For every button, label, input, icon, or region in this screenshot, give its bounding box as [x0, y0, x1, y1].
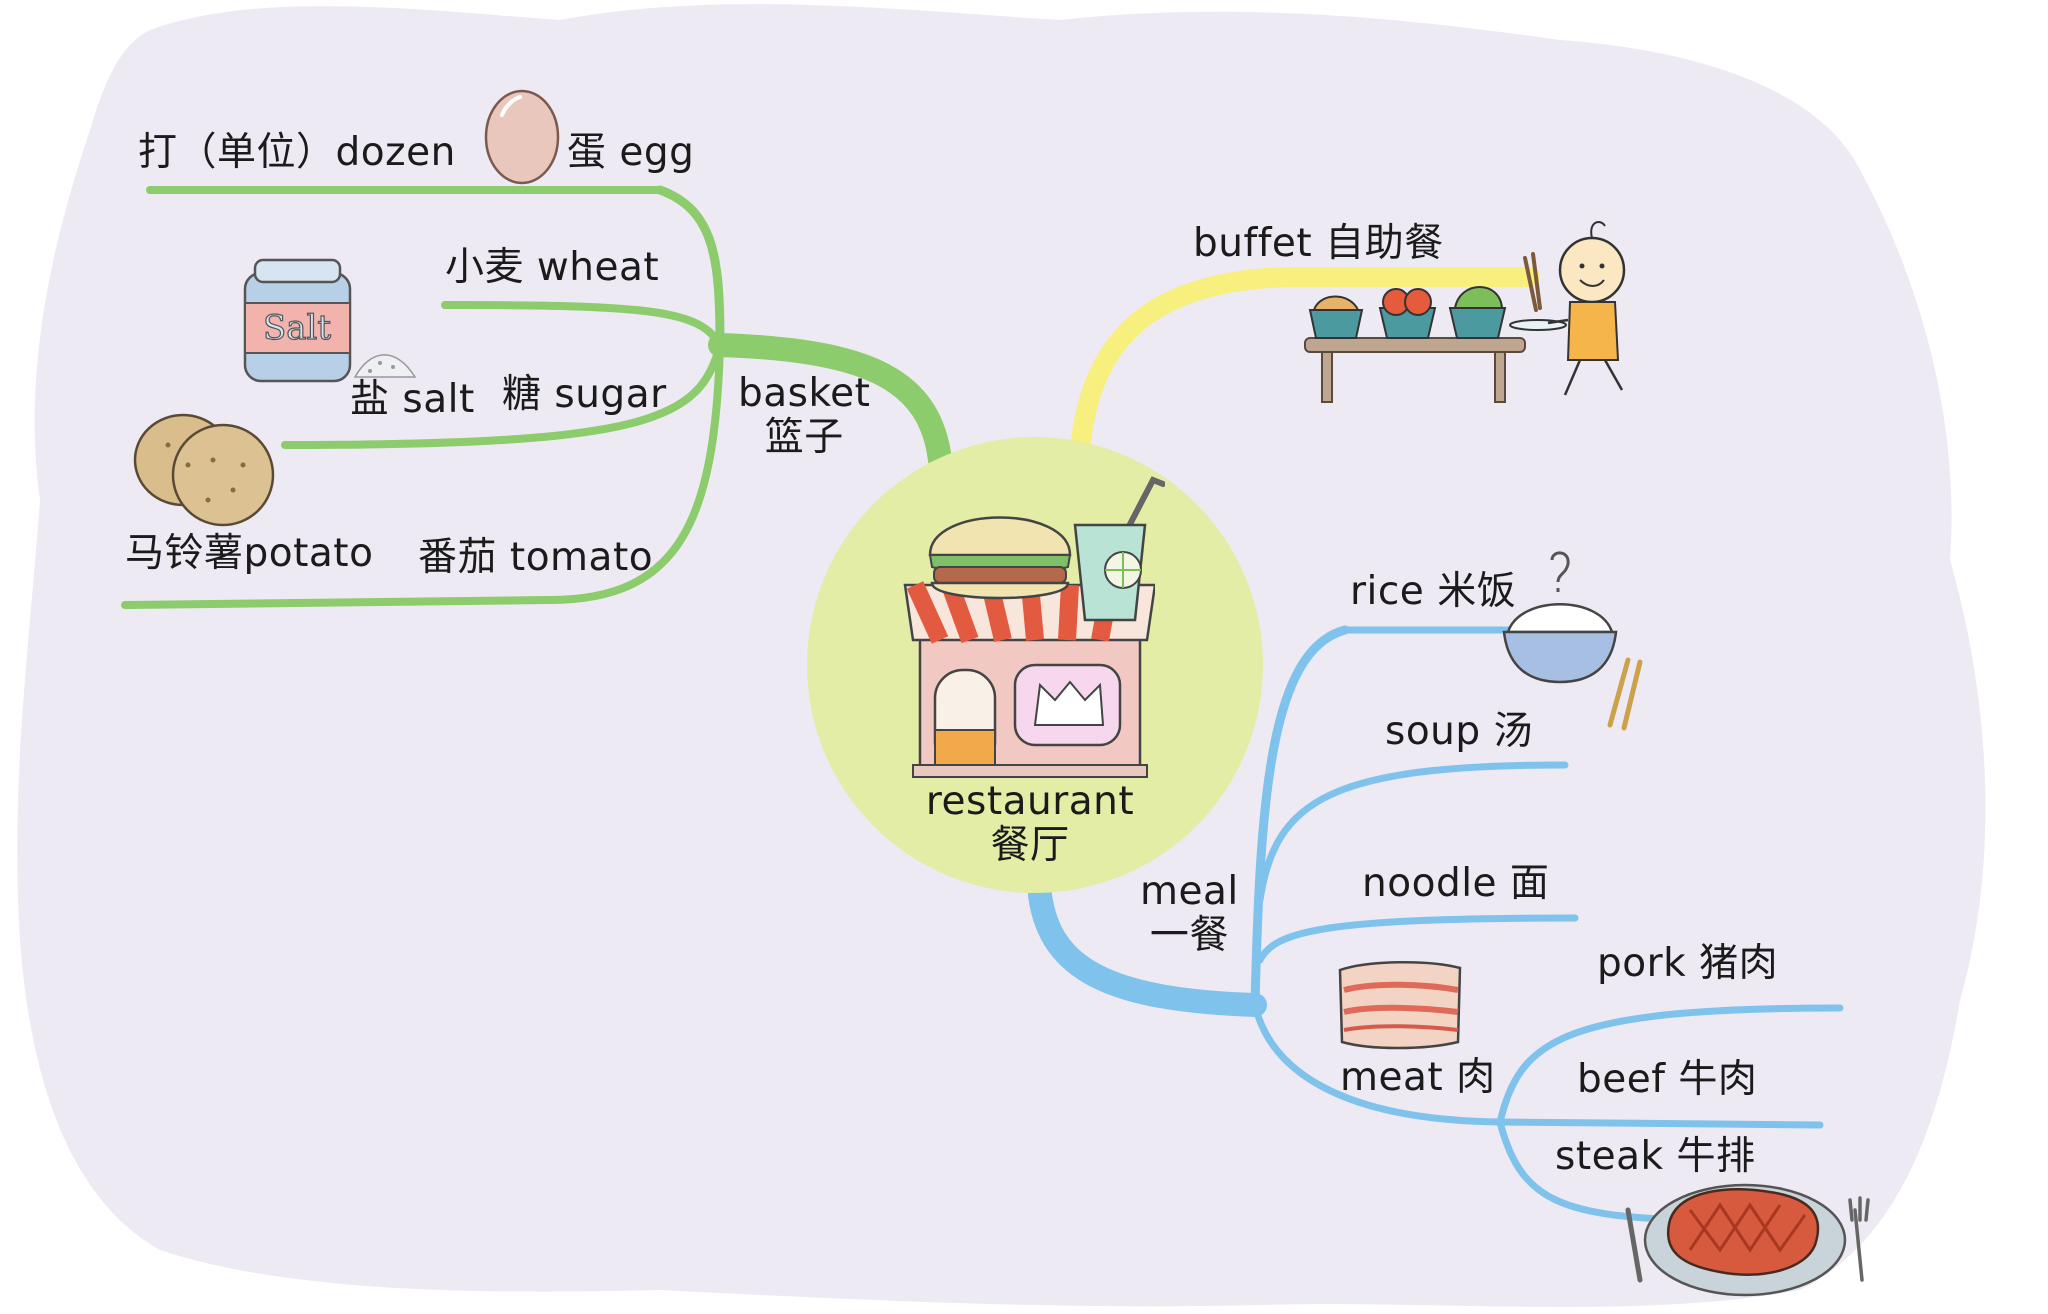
basket-label-zh: 篮子: [764, 414, 844, 460]
egg-icon: [484, 89, 560, 185]
wheat-label: 小麦 wheat: [445, 245, 660, 290]
steak-icon: [1625, 1170, 1870, 1297]
basket-label: basket 篮子: [738, 372, 870, 459]
restaurant-label-zh: 餐厅: [990, 822, 1070, 868]
basket-trunk: [708, 333, 952, 472]
steak-label: steak 牛排: [1555, 1134, 1756, 1179]
potato-tomato-line: [121, 341, 724, 609]
salt-label: 盐 salt: [350, 377, 475, 422]
sugar-label: 糖 sugar: [502, 372, 667, 417]
meal-label-en: meal: [1140, 869, 1239, 914]
drink-icon: [1073, 476, 1165, 622]
bacon-icon: [1338, 961, 1462, 1050]
meat-label: meat 肉: [1340, 1055, 1496, 1100]
pork-line: [1496, 1004, 1844, 1126]
meal-label: meal 一餐: [1140, 870, 1239, 957]
pork-label: pork 猪肉: [1597, 941, 1779, 986]
salt-sugar-line: [281, 341, 724, 449]
burger-icon: [928, 516, 1072, 600]
meal-spine: [1250, 625, 1350, 1010]
potato-icon: [133, 413, 275, 527]
beef-label: beef 牛肉: [1577, 1057, 1758, 1102]
meal-label-zh: 一餐: [1149, 912, 1229, 958]
egg-label: 蛋 egg: [567, 130, 695, 175]
beef-line: [1496, 1118, 1824, 1129]
buffet-trunk: [1070, 267, 1540, 460]
salt-jar-icon: Salt: [243, 258, 417, 383]
tomato-label: 番茄 tomato: [418, 535, 654, 580]
soup-line: [1256, 761, 1569, 904]
svg-text:Salt: Salt: [263, 308, 331, 348]
potato-label: 马铃薯potato: [125, 531, 374, 576]
wheat-line: [441, 301, 724, 349]
buffet-table-icon: [1304, 221, 1626, 403]
basket-spine: [655, 185, 725, 350]
steak-line: [1496, 1118, 1684, 1224]
buffet-label: buffet 自助餐: [1193, 221, 1444, 266]
rice-label: rice 米饭: [1350, 569, 1517, 614]
soup-label: soup 汤: [1385, 709, 1534, 754]
noodle-label: noodle 面: [1362, 861, 1550, 906]
restaurant-label-en: restaurant: [925, 779, 1135, 824]
basket-label-en: basket: [738, 371, 871, 416]
restaurant-label: restaurant 餐厅: [920, 780, 1140, 867]
meal-trunk: [1028, 883, 1267, 1017]
meat-line: [1251, 1001, 1504, 1126]
dozen-label: 打（单位）dozen: [138, 130, 456, 175]
noodle-line: [1256, 914, 1579, 964]
rice-bowl-icon: [1502, 551, 1643, 731]
